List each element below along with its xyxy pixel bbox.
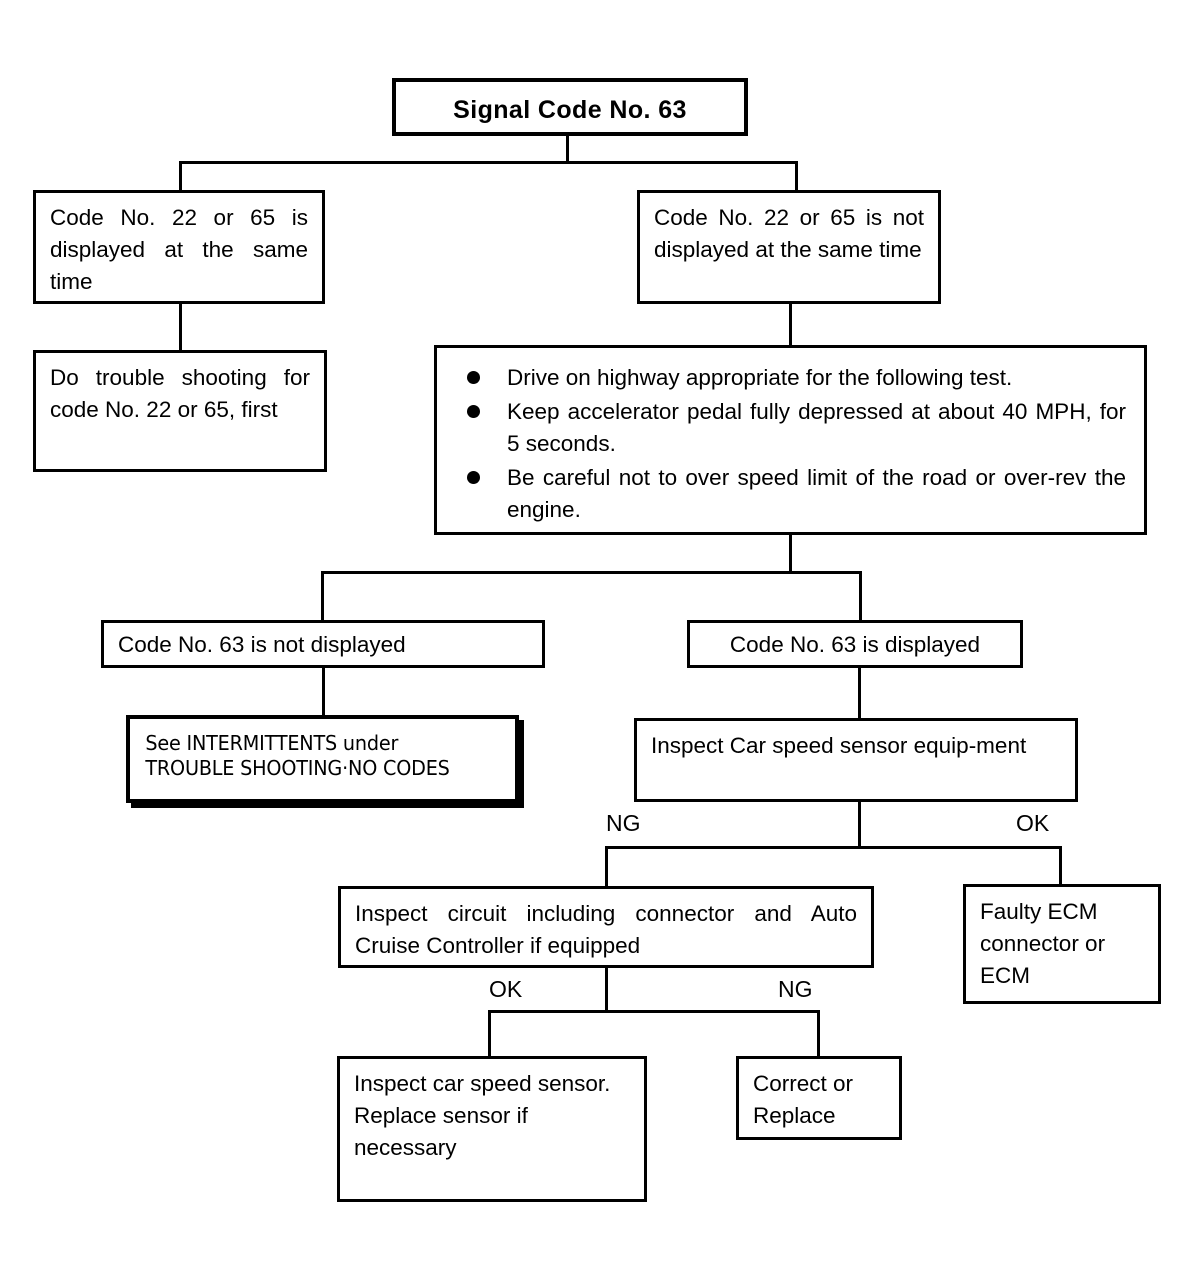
node-label: Faulty ECM connector or ECM [980, 899, 1106, 988]
node-code-63-displayed: Code No. 63 is displayed [687, 620, 1023, 668]
connector-sensor-split [605, 846, 1062, 849]
connector-circuit-down [605, 968, 608, 1012]
node-label: Do trouble shooting for code No. 22 or 6… [50, 365, 310, 422]
connector-to-branch-right [795, 161, 798, 193]
connector-to-code63-displayed [859, 571, 862, 622]
connector-sensor-ng-down [605, 846, 608, 890]
node-code-22-65-not-displayed: Code No. 22 or 65 is not displayed at th… [637, 190, 941, 304]
list-item: Keep accelerator pedal fully depressed a… [459, 396, 1126, 460]
node-signal-code-63: Signal Code No. 63 [392, 78, 748, 136]
test-bullet-list: Drive on highway appropriate for the fol… [437, 348, 1144, 540]
node-label: Code No. 22 or 65 is not displayed at th… [654, 205, 924, 262]
node-inspect-car-speed-sensor: Inspect car speed sensor. Replace sensor… [337, 1056, 647, 1202]
bullet-icon [467, 371, 480, 384]
edge-label-circuit-ng: NG [778, 976, 813, 1002]
node-do-trouble-shooting: Do trouble shooting for code No. 22 or 6… [33, 350, 327, 472]
connector-right-down [789, 304, 792, 348]
node-faulty-ecm: Faulty ECM connector or ECM [963, 884, 1161, 1004]
edge-label-sensor-ng: NG [606, 810, 641, 836]
node-label: Signal Code No. 63 [453, 96, 687, 124]
node-inspect-circuit: Inspect circuit including connector and … [338, 886, 874, 968]
bullet-text: Drive on highway appropriate for the fol… [507, 365, 1013, 390]
connector-to-inspect-sensor [858, 668, 861, 720]
node-correct-or-replace: Correct or Replace [736, 1056, 902, 1140]
connector-sensor-down [858, 802, 861, 848]
node-code-63-not-displayed: Code No. 63 is not displayed [101, 620, 545, 668]
connector-sensor-ok-down [1059, 846, 1062, 890]
node-label: Code No. 63 is not displayed [118, 632, 406, 657]
connector-title-down [566, 136, 569, 163]
connector-to-code63-not-displayed [321, 571, 324, 622]
connector-circuit-ok-down [488, 1010, 491, 1058]
node-test-procedure: Drive on highway appropriate for the fol… [434, 345, 1147, 535]
bullet-text: Keep accelerator pedal fully depressed a… [507, 398, 1126, 456]
bullet-icon [467, 404, 480, 418]
connector-to-branch-left [179, 161, 182, 193]
connector-bullets-down [789, 535, 792, 573]
node-label: Inspect Car speed sensor equip-ment [651, 733, 1027, 758]
node-label: Code No. 63 is displayed [729, 632, 981, 657]
node-label: Inspect car speed sensor. Replace sensor… [354, 1071, 611, 1160]
list-item: Drive on highway appropriate for the fol… [459, 362, 1126, 394]
list-item: Be careful not to over speed limit of th… [459, 462, 1126, 526]
connector-title-split [179, 161, 798, 164]
node-label: See INTERMITTENTS under TROUBLE SHOOTING… [130, 719, 500, 791]
node-label: Code No. 22 or 65 is displayed at the sa… [50, 205, 308, 294]
connector-circuit-ng-down [817, 1010, 820, 1058]
node-label: Inspect circuit including connector and … [355, 901, 857, 958]
intermittents-line-2: TROUBLE SHOOTING·NO CODES [145, 756, 450, 780]
bullet-text: Be careful not to over speed limit of th… [507, 464, 1126, 522]
node-inspect-car-speed-sensor-equipment: Inspect Car speed sensor equip-ment [634, 718, 1078, 802]
connector-code63-split [321, 571, 862, 574]
bullet-icon [467, 470, 480, 484]
edge-label-sensor-ok: OK [1016, 810, 1050, 836]
connector-circuit-split [488, 1010, 820, 1013]
node-see-intermittents: See INTERMITTENTS under TROUBLE SHOOTING… [126, 715, 519, 803]
intermittents-line-1: See INTERMITTENTS under [145, 731, 399, 755]
connector-to-intermittents [322, 668, 325, 718]
node-label: Correct or Replace [753, 1071, 854, 1128]
node-code-22-65-displayed: Code No. 22 or 65 is displayed at the sa… [33, 190, 325, 304]
connector-left-down [179, 304, 182, 352]
edge-label-circuit-ok: OK [489, 976, 523, 1002]
